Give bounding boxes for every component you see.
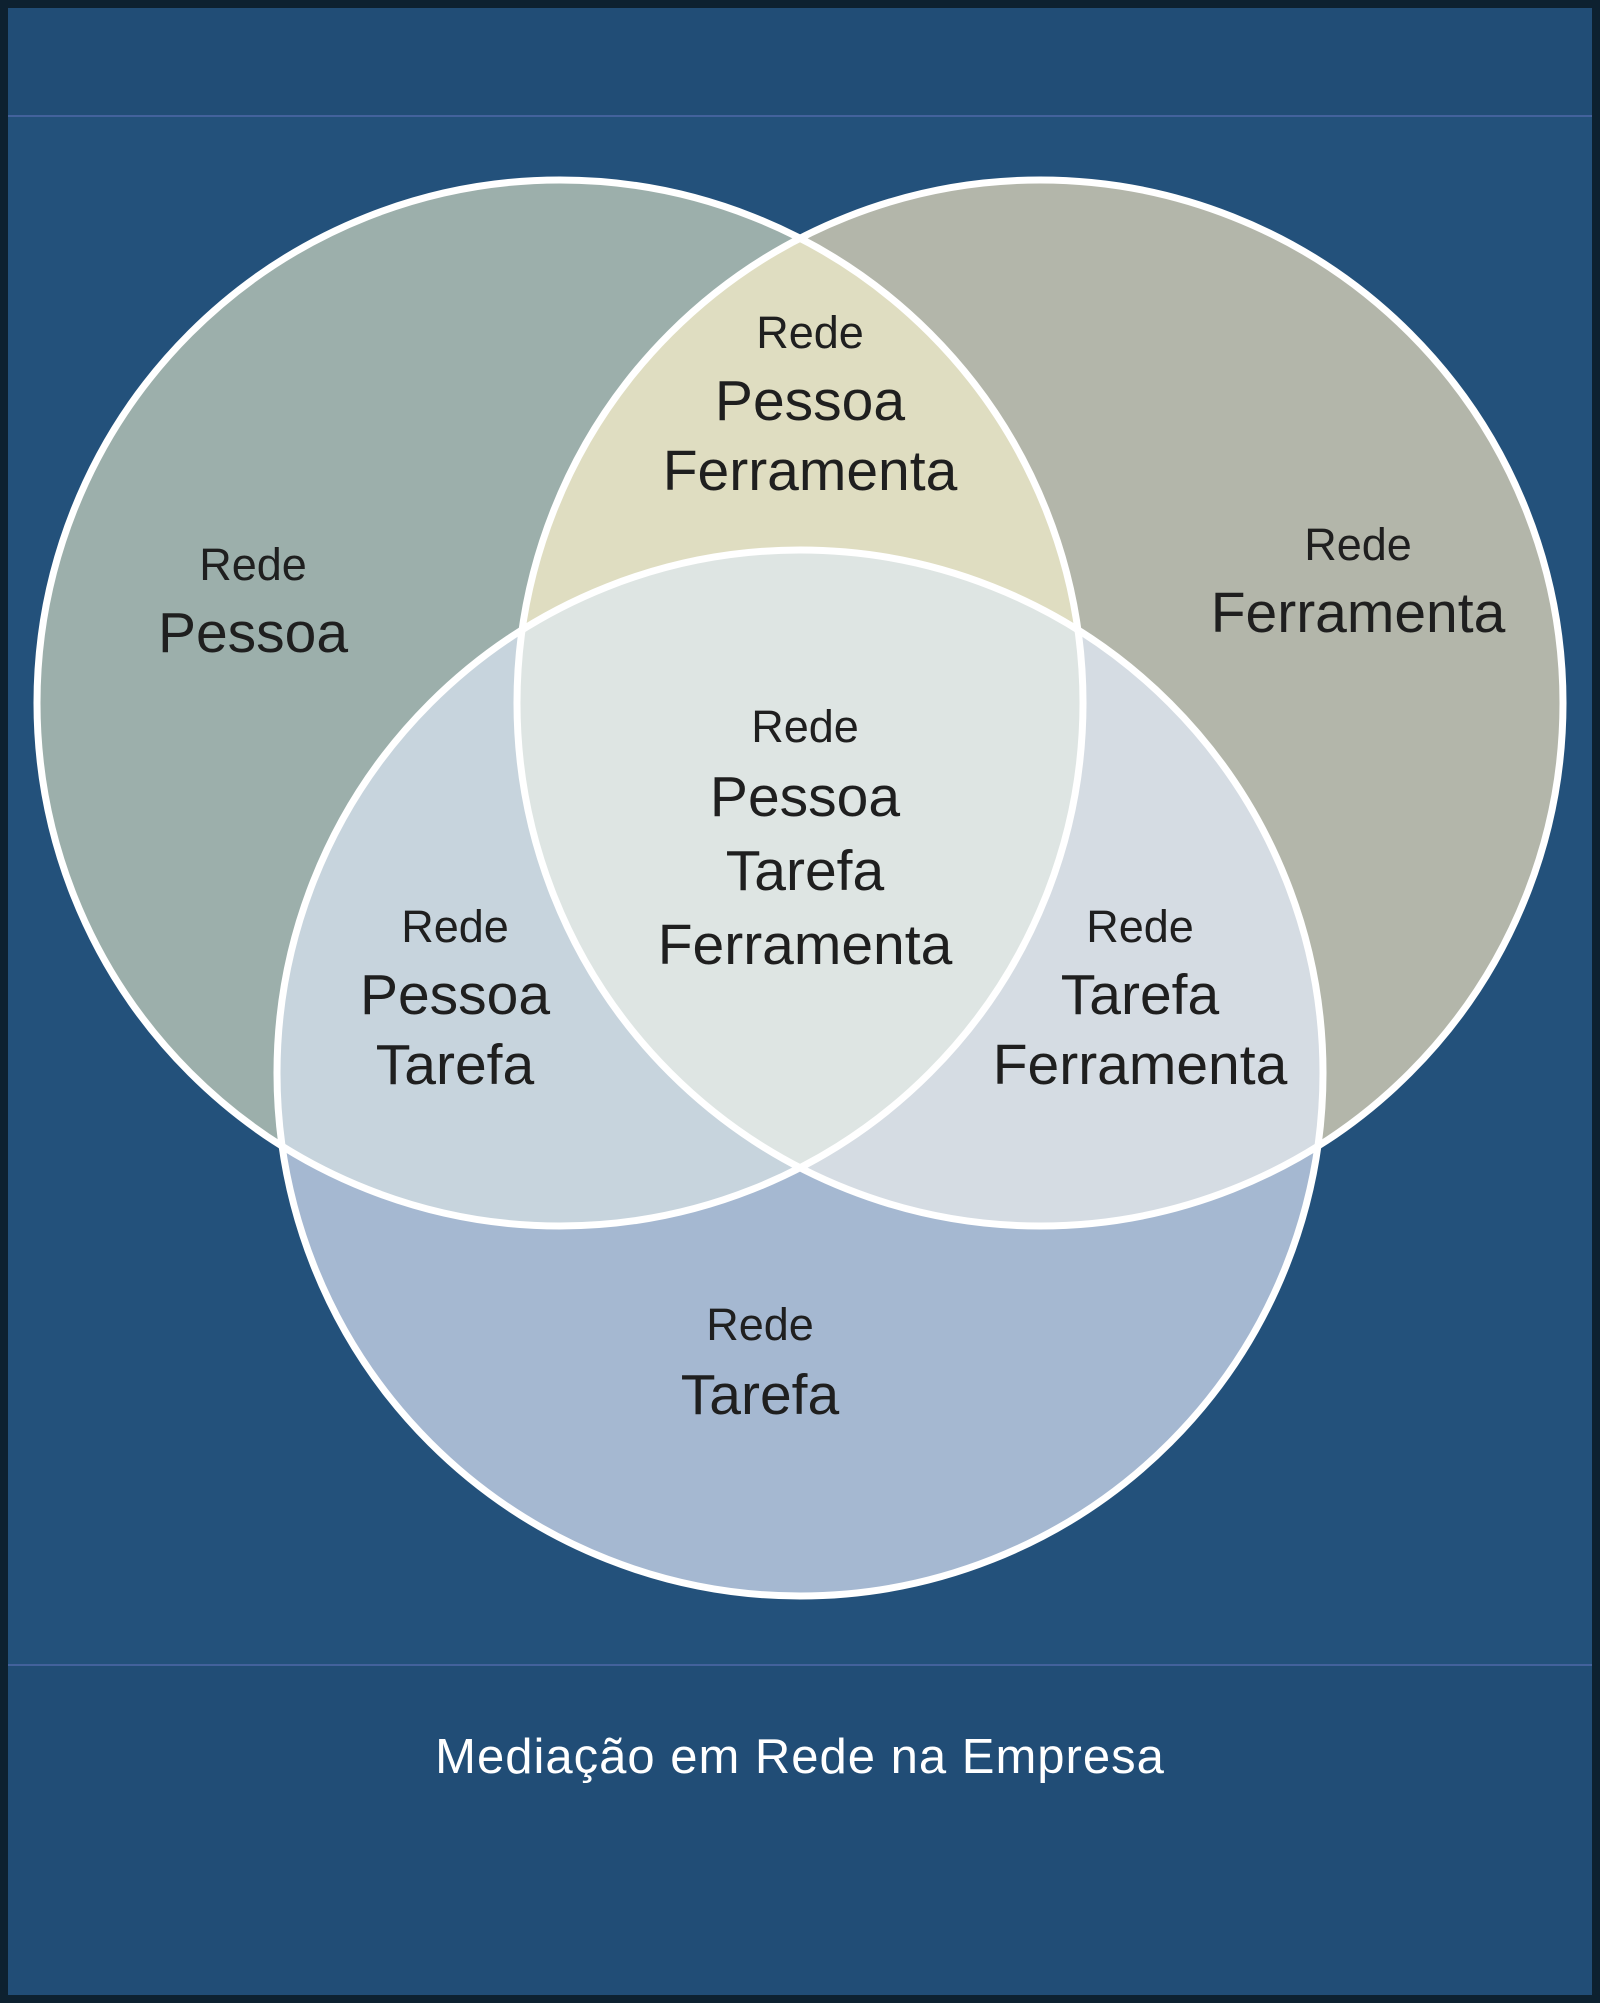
label-line: Ferramenta — [662, 439, 958, 503]
label-line: Rede — [706, 1299, 814, 1350]
label-line: Rede — [751, 701, 859, 752]
label-line: Ferramenta — [992, 1033, 1288, 1097]
label-rede-ferramenta: Rede Ferramenta — [1211, 512, 1506, 648]
label-line: Tarefa — [375, 1033, 535, 1097]
label-line: Tarefa — [680, 1363, 840, 1427]
label-rede-pessoa: Rede Pessoa — [158, 532, 348, 668]
label-line: Tarefa — [1060, 963, 1220, 1027]
label-line: Rede — [756, 307, 864, 358]
label-line: Rede — [1086, 901, 1194, 952]
label-line: Rede — [1304, 519, 1412, 570]
venn-diagram — [33, 176, 1567, 1600]
label-rede-pessoa-ferramenta: Rede Pessoa Ferramenta — [663, 300, 958, 506]
outline-tarefa — [273, 546, 1327, 1600]
outline-pessoa — [33, 176, 1087, 1230]
label-rede-pessoa-tarefa: Rede Pessoa Tarefa — [360, 894, 550, 1100]
diagram-caption: Mediação em Rede na Empresa — [435, 1730, 1165, 1784]
label-line: Pessoa — [157, 601, 349, 665]
region-pessoa-tarefa-ferramenta — [517, 550, 1083, 1226]
label-line: Ferramenta — [657, 913, 953, 977]
label-line: Rede — [401, 901, 509, 952]
label-line: Tarefa — [725, 839, 885, 903]
label-line: Ferramenta — [1210, 581, 1506, 645]
label-rede-pessoa-tarefa-ferramenta: Rede Pessoa Tarefa Ferramenta — [658, 694, 953, 982]
label-line: Rede — [199, 539, 307, 590]
outline-ferramenta — [513, 176, 1567, 1230]
label-rede-tarefa: Rede Tarefa — [681, 1292, 839, 1432]
label-line: Pessoa — [714, 369, 906, 433]
label-rede-tarefa-ferramenta: Rede Tarefa Ferramenta — [993, 894, 1288, 1100]
label-line: Pessoa — [359, 963, 551, 1027]
label-line: Pessoa — [709, 765, 901, 829]
